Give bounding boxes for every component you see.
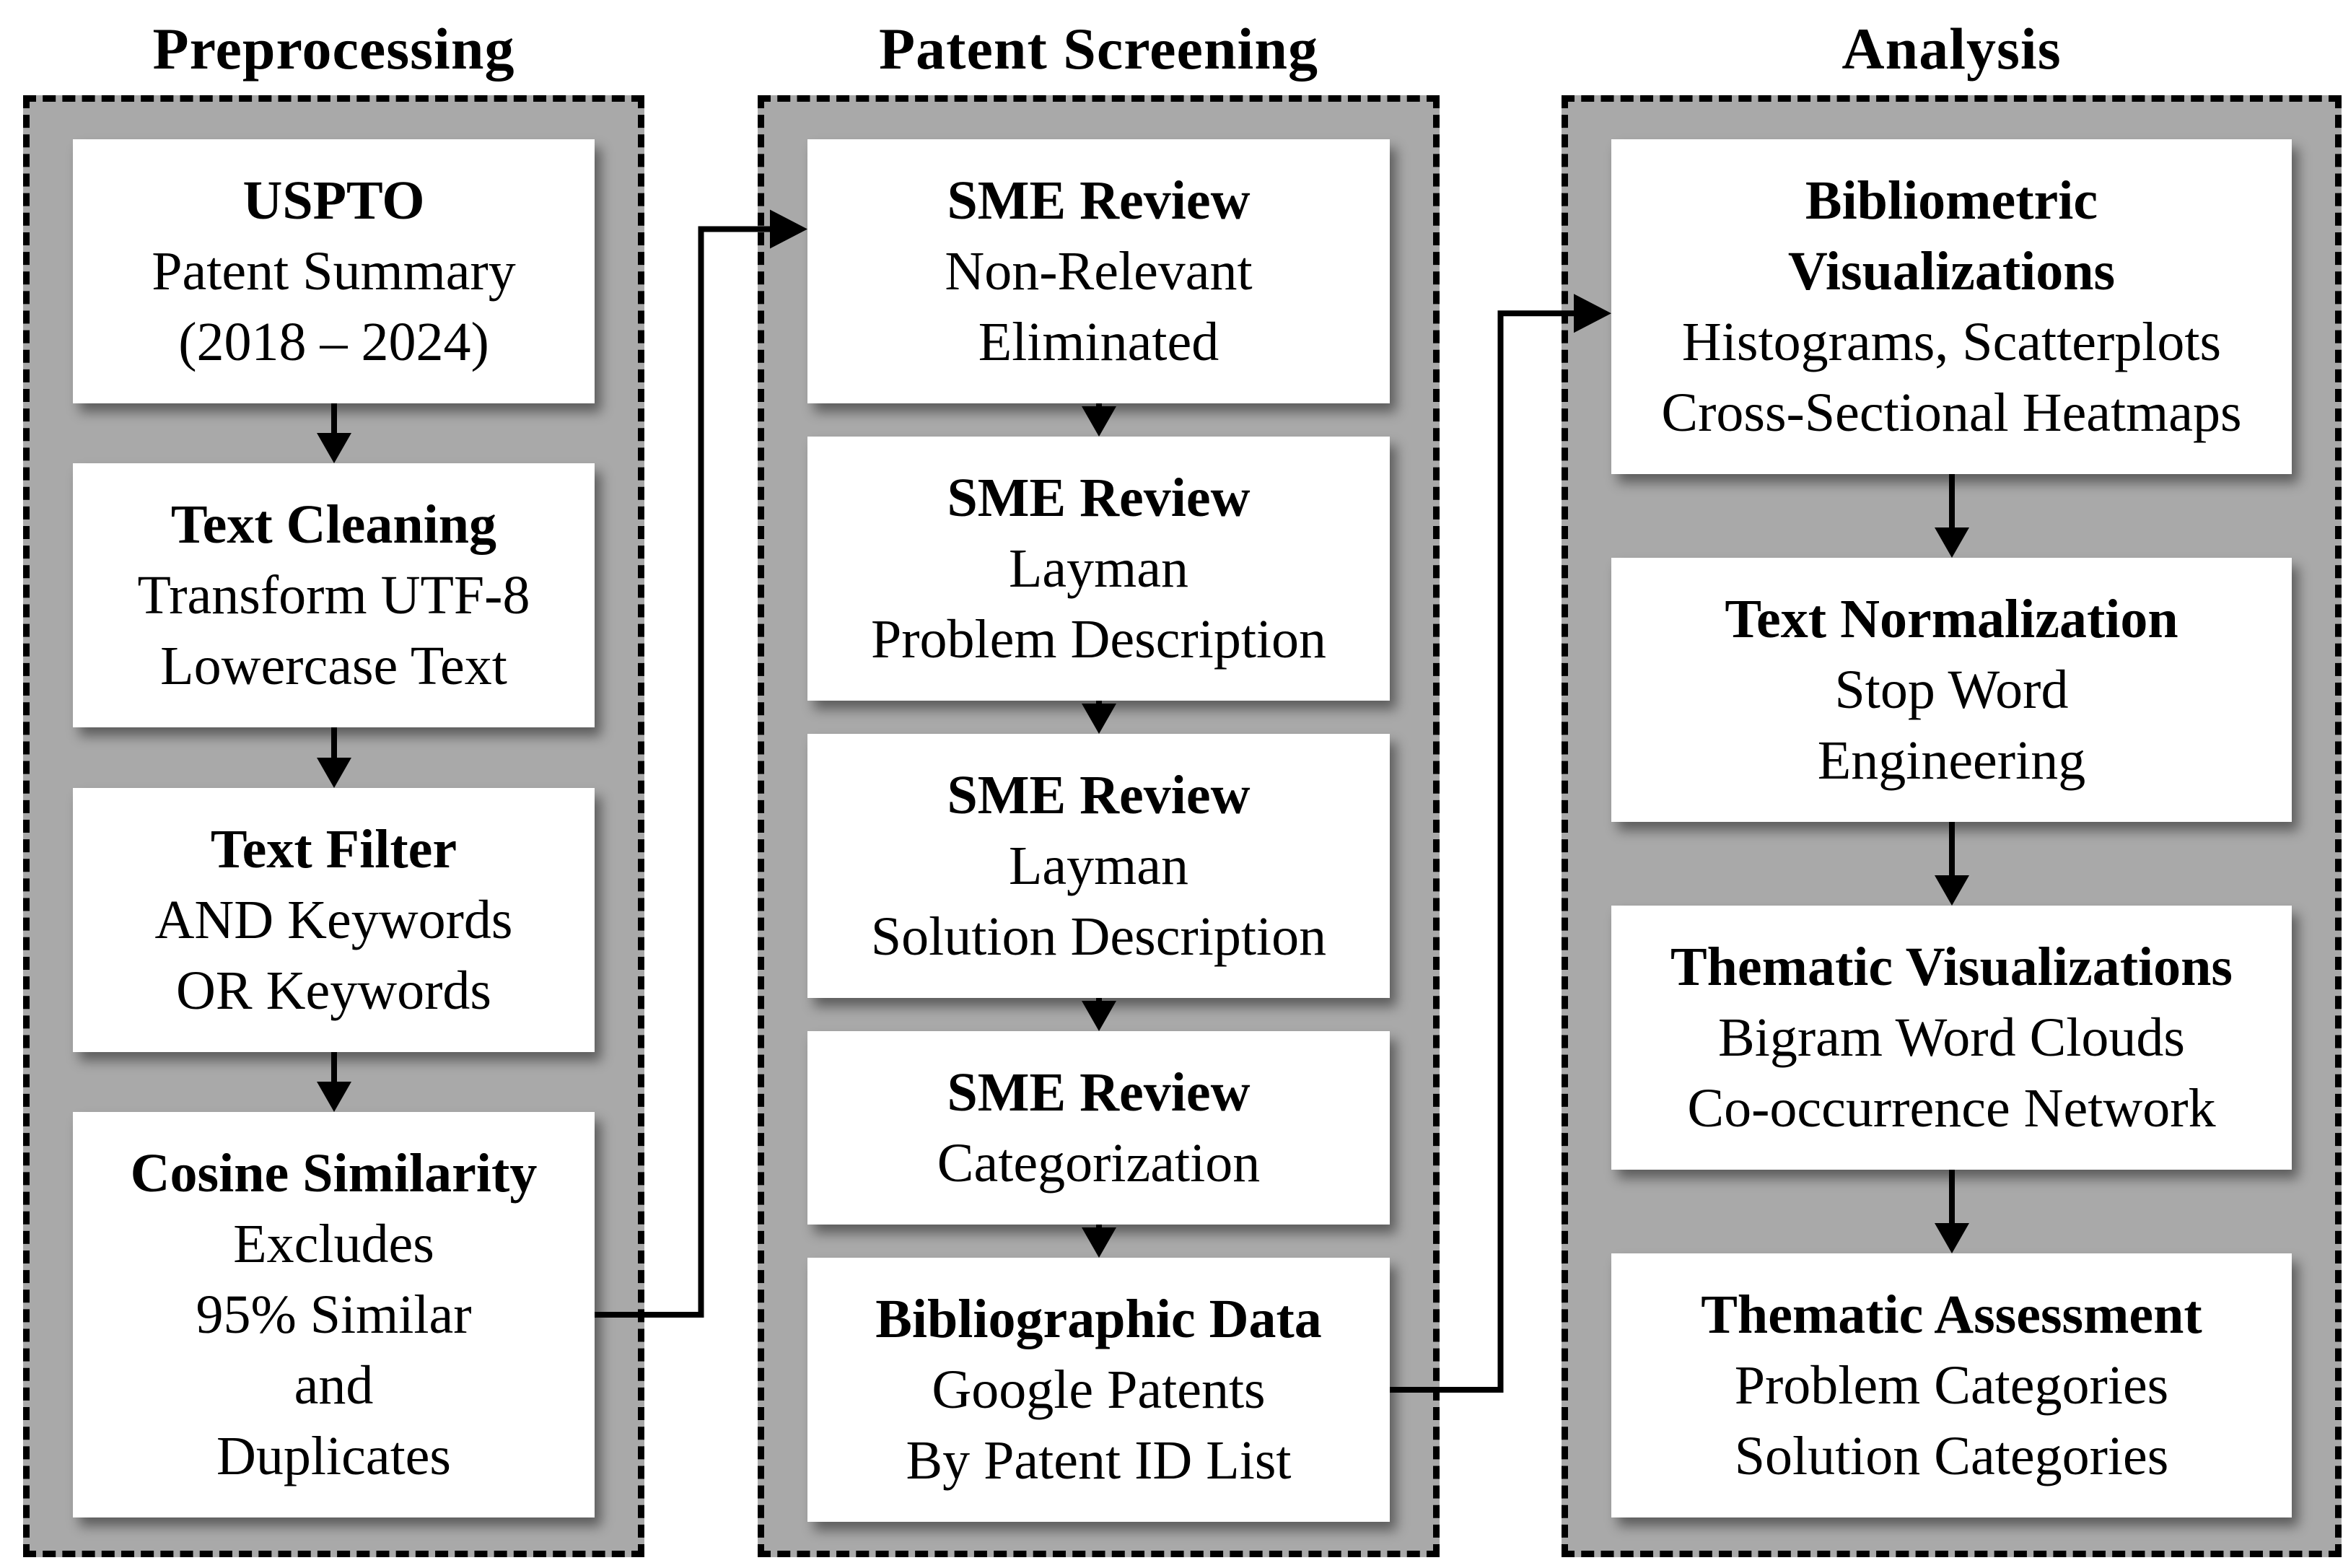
column-container-preprocessing: USPTO Patent Summary (2018 – 2024) Text Cle… <box>23 95 644 1557</box>
arrow-head-icon <box>1081 406 1116 437</box>
box-text-line: Engineering <box>1817 730 2086 791</box>
box-text-line: Excludes <box>233 1213 434 1274</box>
box-text-line: Histograms, Scatterplots <box>1681 312 2222 372</box>
down-arrow <box>73 1051 595 1112</box>
box-title-line: Text Filter <box>210 818 457 880</box>
column-preprocessing: Preprocessing USPTO Patent Summary (2018 –… <box>23 9 644 1557</box>
box-text-line: Problem Description <box>870 609 1327 670</box>
arrow-stem <box>1948 1170 1955 1223</box>
box-title-line: SME Review <box>947 170 1251 231</box>
box-title-line: SME Review <box>947 1062 1251 1123</box>
arrow-head-icon <box>316 433 351 464</box>
arrow-stem <box>1095 403 1102 406</box>
arrow-head-icon <box>1081 1001 1116 1031</box>
box-title-line: Visualizations <box>1787 241 2116 302</box>
arrow-stem <box>330 403 337 434</box>
arrow-head-icon <box>1081 1227 1116 1258</box>
down-arrow <box>1611 474 2292 558</box>
down-arrow <box>807 701 1390 734</box>
box-text-line: Problem Categories <box>1734 1355 2169 1416</box>
down-arrow <box>73 403 595 464</box>
arrow-stem <box>1095 701 1102 704</box>
column-title-patent-screening: Patent Screening <box>879 16 1318 82</box>
box-text-line: OR Keywords <box>176 960 491 1021</box>
arrow-stem <box>1948 474 1955 527</box>
box-text-line: Solution Categories <box>1734 1426 2169 1486</box>
box-title-line: Text Normalization <box>1725 589 2178 649</box>
box-title-line: USPTO <box>242 170 425 231</box>
arrow-head-icon <box>1934 527 1969 558</box>
box-title-line: SME Review <box>947 765 1251 825</box>
box-text-line: By Patent ID List <box>906 1430 1292 1491</box>
down-arrow <box>1611 822 2292 906</box>
box-title-line: SME Review <box>947 468 1251 528</box>
arrow-stem <box>330 1051 337 1082</box>
box-text-line: Solution Description <box>870 906 1327 967</box>
box-text-line: Lowercase Text <box>160 636 507 697</box>
arrow-stem <box>1948 822 1955 875</box>
down-arrow <box>807 998 1390 1031</box>
arrow-stem <box>1095 1225 1102 1227</box>
down-arrow <box>807 1225 1390 1258</box>
box-text-line: Co-occurrence Network <box>1687 1078 2216 1139</box>
box-title-line: Cosine Similarity <box>130 1142 538 1204</box>
box-text-line: Categorization <box>937 1133 1261 1193</box>
arrow-stem <box>330 727 337 758</box>
arrow-head-icon <box>316 757 351 788</box>
box-text-line: Layman <box>1008 538 1188 599</box>
box-text-line: Layman <box>1008 836 1188 896</box>
box-text-line: Transform UTF-8 <box>137 565 530 626</box>
box-text-line: (2018 – 2024) <box>178 312 489 372</box>
box-text-line: Bigram Word Clouds <box>1718 1007 2185 1068</box>
column-title-preprocessing: Preprocessing <box>152 16 515 82</box>
box-text-line: and <box>294 1354 374 1416</box>
arrow-stem <box>1095 998 1102 1001</box>
box-title-line: Bibliographic Data <box>875 1289 1322 1349</box>
box-text-line: Stop Word <box>1834 660 2069 720</box>
down-arrow <box>73 727 595 788</box>
arrow-head-icon <box>316 1081 351 1112</box>
box-text-line: Non-Relevant <box>945 241 1253 302</box>
box-text-line: Duplicates <box>216 1425 451 1486</box>
box-text-line: AND Keywords <box>154 889 513 950</box>
box-text-line: 95% Similar <box>196 1284 472 1345</box>
arrow-head-icon <box>1934 875 1969 906</box>
box-text-line: Google Patents <box>932 1359 1266 1420</box>
column-title-analysis: Analysis <box>1841 16 2062 82</box>
box-title-line: Thematic Assessment <box>1701 1284 2202 1345</box>
box-text-line: Eliminated <box>978 312 1219 372</box>
box-title-line: Bibliometric <box>1805 170 2098 231</box>
box-text-line: Cross-Sectional Heatmaps <box>1661 382 2242 443</box>
flow-box-preprocessing-0: USPTO Patent Summary (2018 – 2024) <box>73 139 595 403</box>
arrow-head-icon <box>1081 704 1116 734</box>
box-title-line: Text Cleaning <box>170 494 497 556</box>
box-title-line: Thematic Visualizations <box>1670 937 2233 997</box>
box-text-line: Patent Summary <box>152 241 516 302</box>
down-arrow <box>807 403 1390 437</box>
arrow-head-icon <box>1934 1223 1969 1253</box>
down-arrow <box>1611 1170 2292 1253</box>
